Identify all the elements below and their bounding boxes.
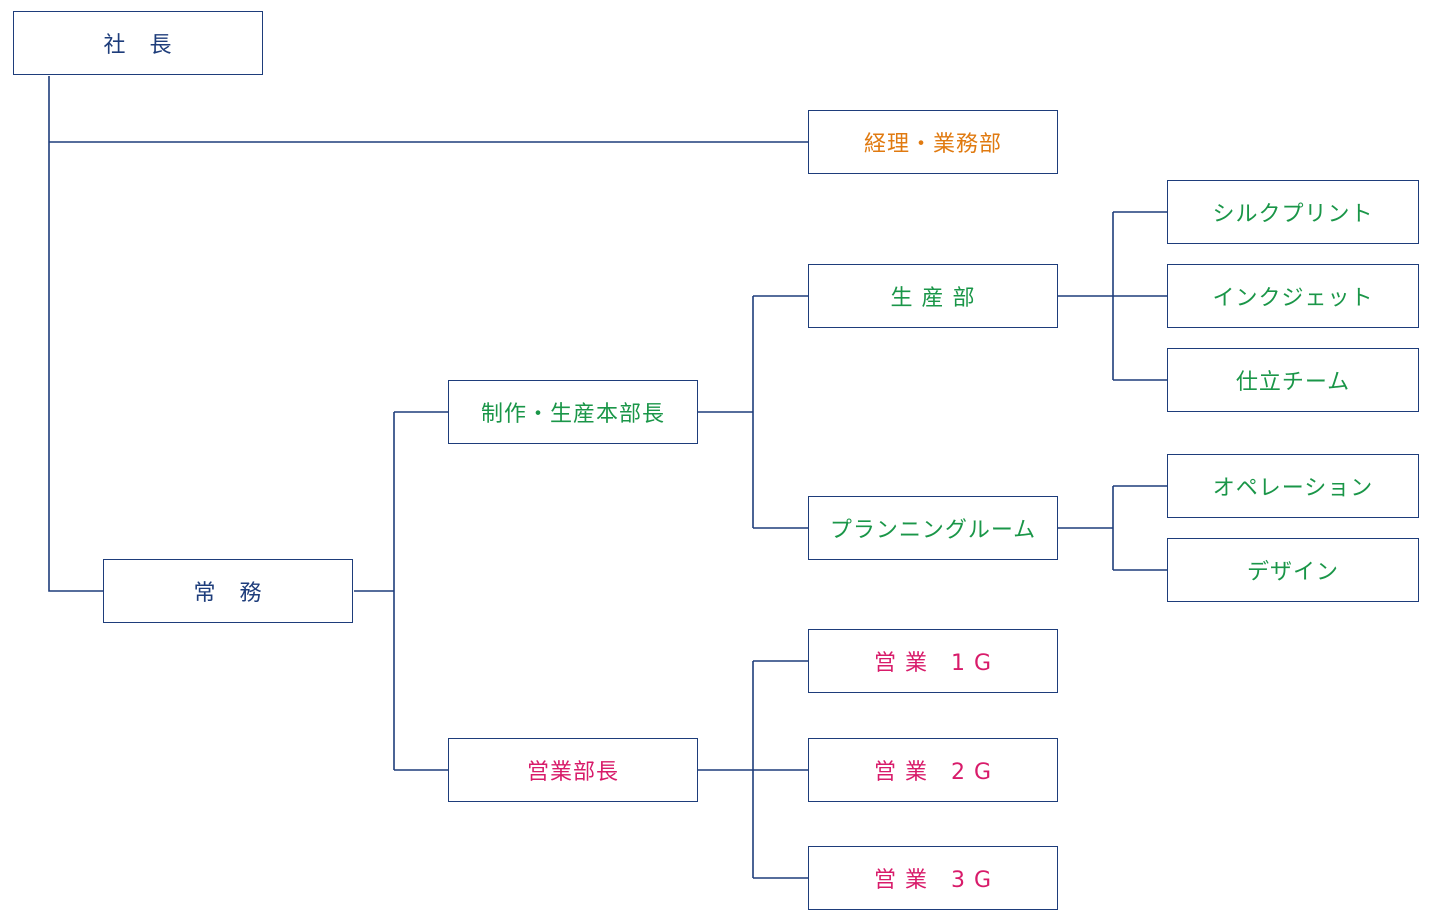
operation-label: オペレーション xyxy=(1212,476,1374,501)
managing-director-box: 常 務 xyxy=(103,559,353,623)
president-label: 社 長 xyxy=(103,33,173,58)
sales-2g-label: 営 業 2 G xyxy=(873,760,993,785)
inkjet-box: インクジェット xyxy=(1167,264,1419,328)
production-hq-head-box: 制作・生産本部長 xyxy=(448,380,698,444)
production-dept-label: 生 産 部 xyxy=(890,286,976,311)
design-box: デザイン xyxy=(1167,538,1419,602)
sales-3g-label: 営 業 3 G xyxy=(873,868,993,893)
accounting-business-dept-box: 経理・業務部 xyxy=(808,110,1058,174)
planning-room-box: プランニングルーム xyxy=(808,496,1058,560)
inkjet-label: インクジェット xyxy=(1212,286,1374,311)
finishing-team-label: 仕立チーム xyxy=(1235,370,1351,395)
production-dept-box: 生 産 部 xyxy=(808,264,1058,328)
president-box: 社 長 xyxy=(13,11,263,75)
production-hq-head-label: 制作・生産本部長 xyxy=(480,402,665,427)
managing-director-label: 常 務 xyxy=(193,581,263,606)
accounting-business-dept-label: 経理・業務部 xyxy=(863,132,1002,157)
design-label: デザイン xyxy=(1246,560,1339,585)
sales-1g-box: 営 業 1 G xyxy=(808,629,1058,693)
finishing-team-box: 仕立チーム xyxy=(1167,348,1419,412)
sales-2g-box: 営 業 2 G xyxy=(808,738,1058,802)
silk-print-box: シルクプリント xyxy=(1167,180,1419,244)
sales-3g-box: 営 業 3 G xyxy=(808,846,1058,910)
planning-room-label: プランニングルーム xyxy=(829,518,1037,543)
sales-1g-label: 営 業 1 G xyxy=(873,651,993,676)
sales-manager-label: 営業部長 xyxy=(526,760,619,785)
operation-box: オペレーション xyxy=(1167,454,1419,518)
sales-manager-box: 営業部長 xyxy=(448,738,698,802)
silk-print-label: シルクプリント xyxy=(1212,202,1374,227)
